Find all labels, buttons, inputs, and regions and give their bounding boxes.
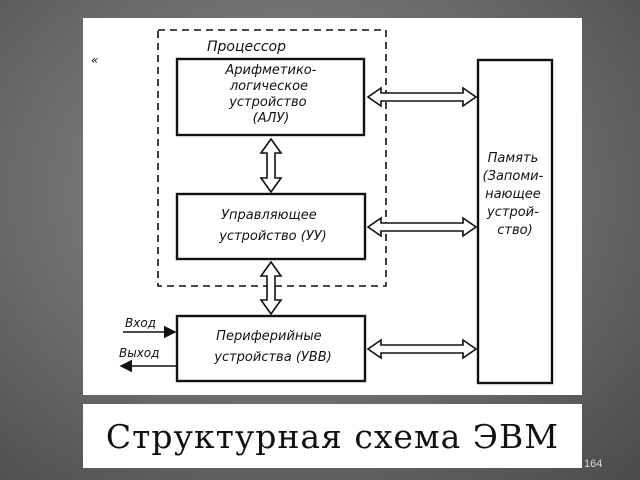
- output-label: Выход: [119, 346, 159, 360]
- scan-mark: «: [91, 53, 98, 67]
- peripherals-label: Периферийные устройства (УВВ): [213, 329, 331, 365]
- memory-label: Память (Запоми- нающее устрой- ство): [483, 151, 548, 238]
- processor-label: Процессор: [207, 39, 286, 55]
- cu-memory-arrow: [366, 216, 478, 238]
- alu-memory-arrow: [366, 86, 478, 108]
- peripherals-block: [175, 314, 367, 383]
- block-diagram: Процессор Арифметико- логическое устройс…: [91, 29, 554, 385]
- caption-panel: Структурная схема ЭВМ: [83, 404, 582, 468]
- processor-boundary: [157, 29, 387, 287]
- control-unit-block: [175, 192, 367, 261]
- diagram-panel: Процессор Арифметико- логическое устройс…: [83, 18, 582, 395]
- slide-number: 164: [584, 458, 603, 470]
- control-unit-label: Управляющее устройство (УУ): [218, 208, 327, 244]
- cu-peripherals-arrow: [259, 260, 283, 316]
- caption-title: Структурная схема ЭВМ: [105, 416, 560, 456]
- input-label: Вход: [125, 316, 156, 330]
- peripherals-memory-arrow: [366, 338, 478, 360]
- alu-label: Арифметико- логическое устройство (АЛУ): [224, 63, 320, 126]
- memory-block: [476, 58, 554, 385]
- alu-block: [175, 57, 366, 137]
- alu-cu-arrow: [259, 137, 283, 194]
